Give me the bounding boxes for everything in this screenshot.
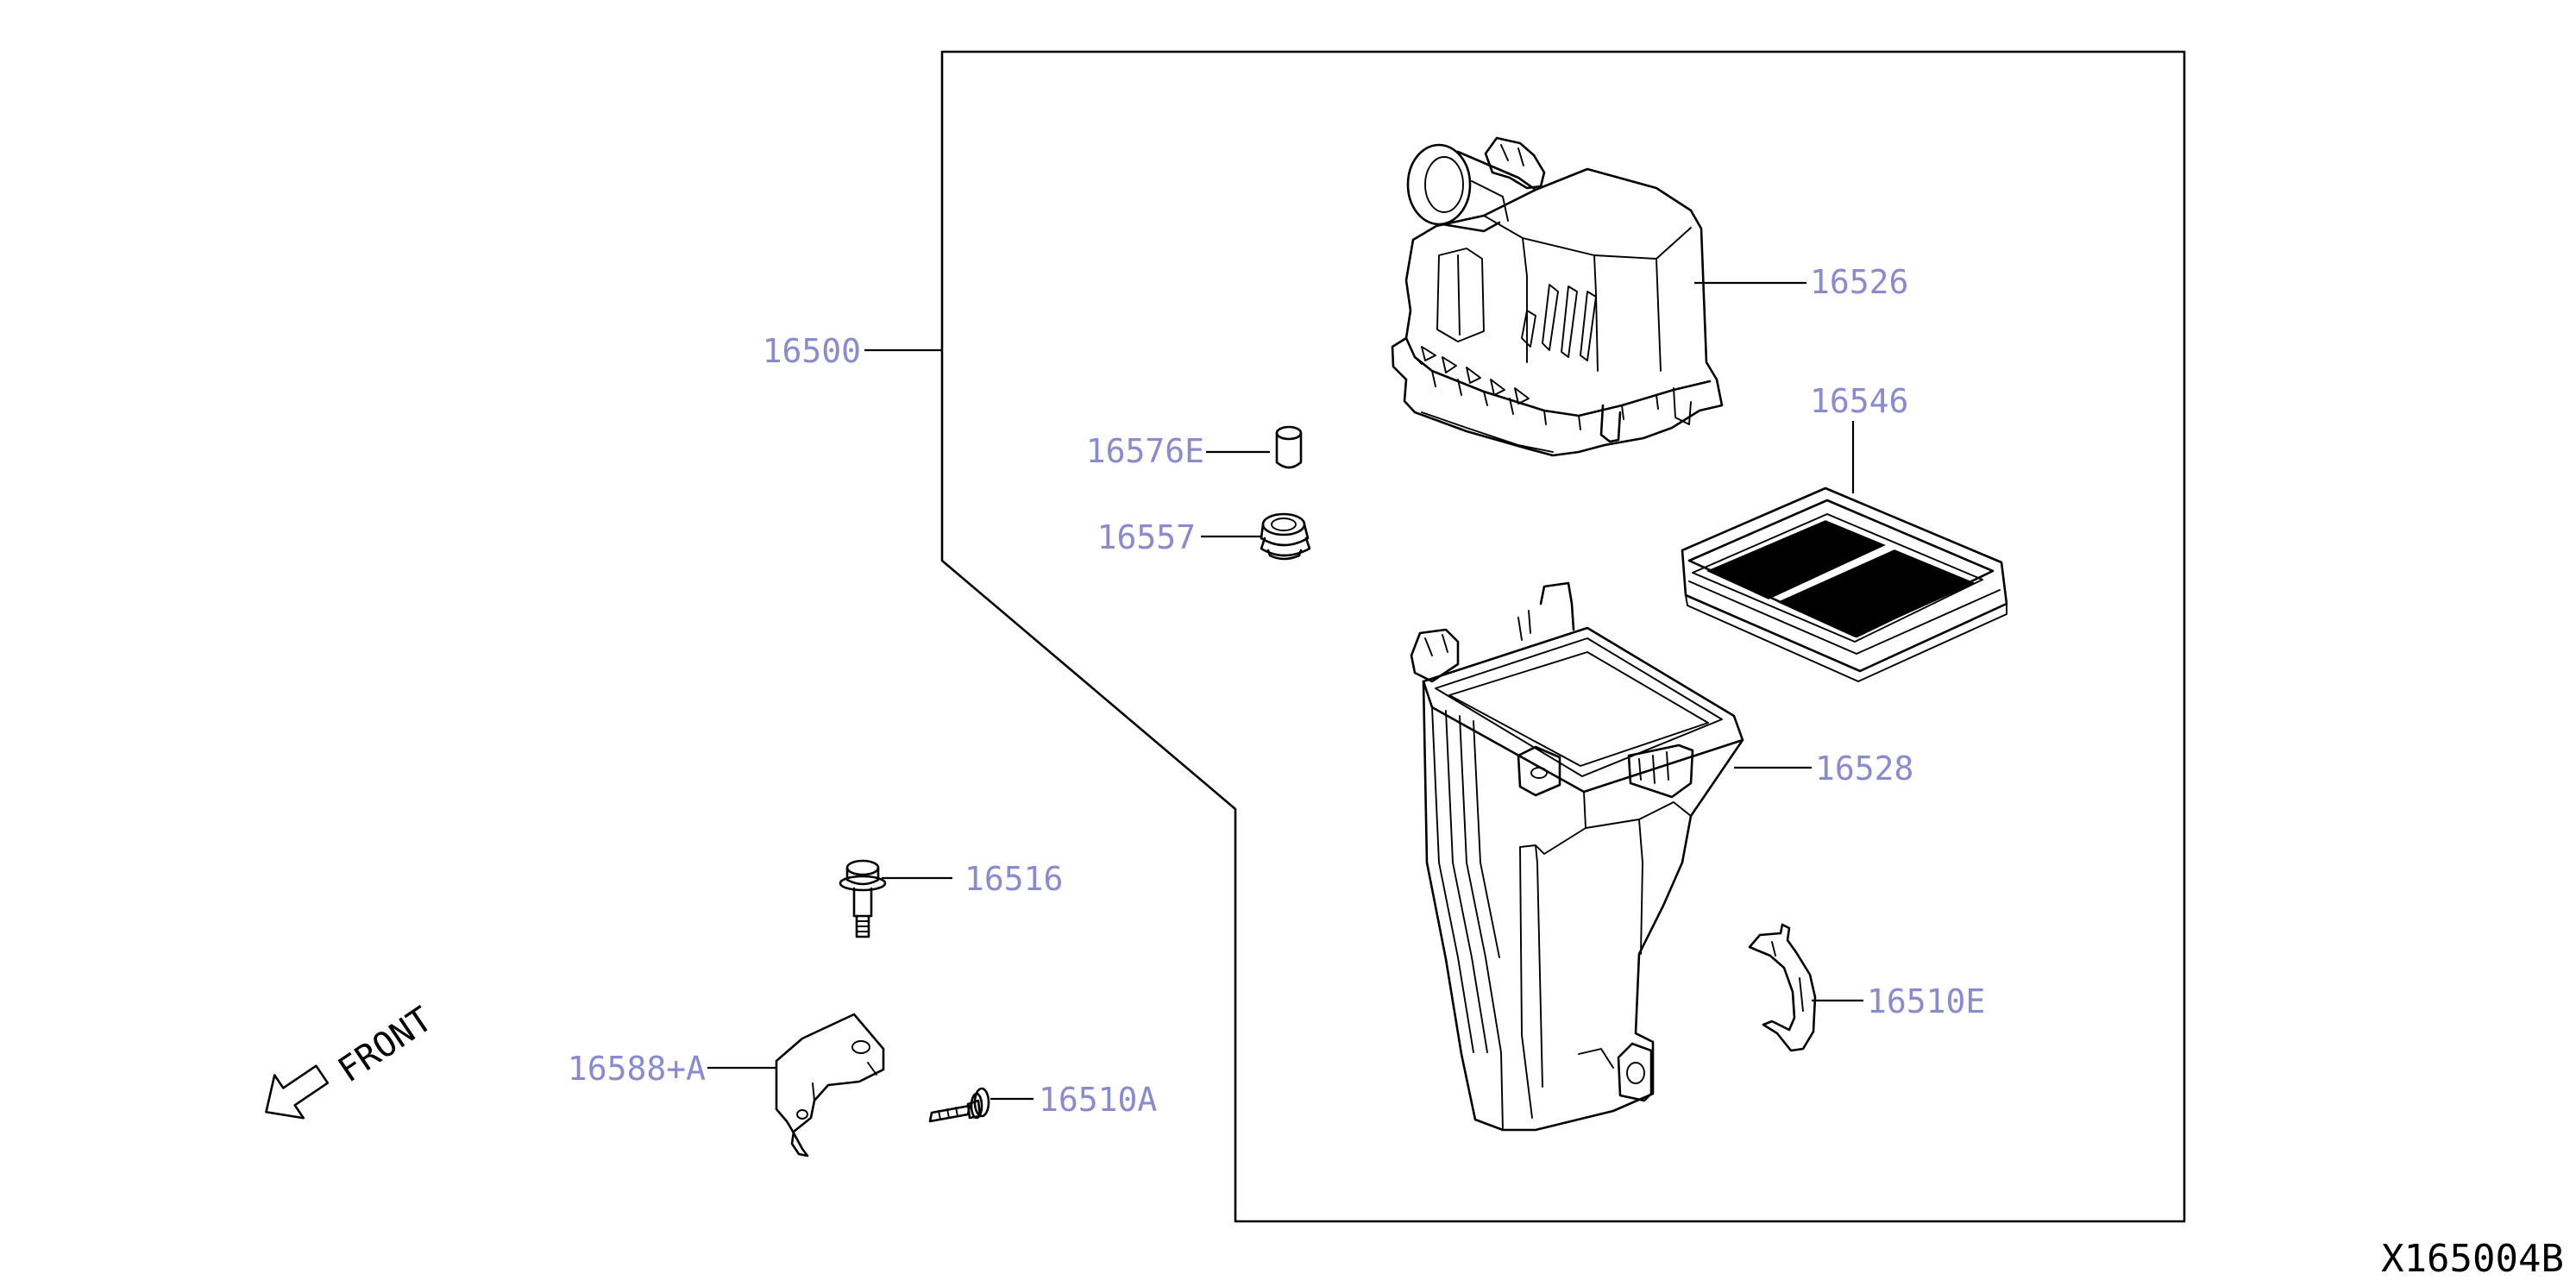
callout-16557: 16557	[1097, 518, 1196, 556]
drawing-number: X165004B	[2381, 1237, 2564, 1280]
assembly-frame	[940, 50, 2186, 1223]
clip-part	[1748, 923, 1817, 1052]
callout-16528: 16528	[1815, 750, 1913, 787]
collar-part	[1275, 425, 1303, 469]
callout-16510E: 16510E	[1867, 982, 1985, 1020]
grommet-part	[1260, 512, 1311, 561]
callout-16576E: 16576E	[1086, 432, 1204, 470]
callout-16516: 16516	[964, 860, 1063, 898]
front-arrow	[265, 1064, 330, 1120]
bracket-part	[775, 1013, 885, 1158]
bolt-16516-part	[839, 859, 887, 938]
upper-cover-part	[1391, 136, 1724, 457]
front-label: FRONT	[331, 1000, 440, 1090]
callout-16526: 16526	[1810, 263, 1908, 301]
callout-16500: 16500	[763, 332, 861, 370]
callout-16510A: 16510A	[1039, 1081, 1157, 1119]
filter-element-part	[1681, 486, 2008, 682]
bolt-16510A-part	[928, 1087, 990, 1123]
callout-16588A: 16588+A	[568, 1050, 706, 1088]
lower-case-part	[1410, 581, 1744, 1132]
callout-16546: 16546	[1810, 382, 1908, 420]
